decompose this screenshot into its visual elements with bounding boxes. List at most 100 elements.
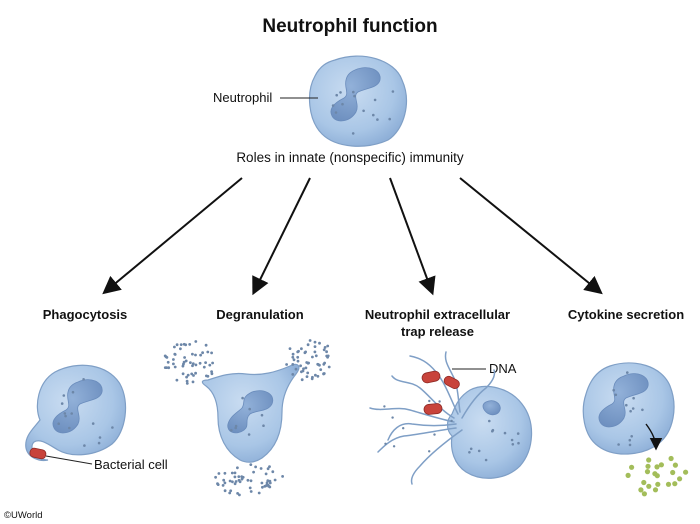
granule-dot (231, 480, 234, 484)
granule-dot (300, 378, 304, 382)
granule-dot (313, 350, 317, 354)
cytokine-dot (672, 462, 679, 468)
granule-dot (194, 340, 198, 343)
cytokine-dot (629, 464, 635, 470)
granule-dot (248, 486, 252, 490)
granule-dot (182, 362, 185, 366)
granule-dot (191, 362, 195, 365)
role-label-cytokine: Cytokine secretion (567, 307, 685, 322)
granule-dot (62, 394, 66, 397)
granule-dot (300, 347, 303, 351)
granule-dot (179, 343, 183, 346)
granule-dot (428, 399, 431, 403)
granule-dot (341, 102, 344, 106)
arrow-net (389, 177, 436, 296)
granule-dot (194, 353, 197, 357)
cytokine-dot (641, 479, 647, 486)
granule-dot (210, 372, 214, 376)
cytokine-dot (625, 472, 631, 478)
granule-dot (299, 364, 302, 368)
granule-dot (376, 118, 379, 121)
granule-dot (388, 117, 392, 121)
role-label-phagocytosis: Phagocytosis (42, 307, 128, 322)
granule-dot (191, 352, 194, 356)
granule-dot (192, 374, 195, 377)
granule-dot (641, 408, 644, 412)
cytokine-cell-granules (612, 371, 644, 447)
granule-dot (353, 94, 356, 98)
granule-dot (236, 492, 240, 495)
granule-dot (210, 370, 214, 373)
cytokine-dot (644, 469, 651, 475)
granule-dot (268, 465, 271, 468)
granule-dot (173, 365, 177, 369)
granule-dot (291, 355, 295, 359)
granule-dot (433, 433, 436, 436)
granule-dot (233, 471, 237, 475)
cytokine-illustration (582, 362, 689, 497)
granule-dot (265, 481, 269, 485)
degranulation-illustration (163, 339, 331, 497)
granule-dot (266, 467, 270, 471)
granule-dot (612, 388, 615, 392)
granule-dot (249, 490, 253, 493)
granule-dot (217, 472, 221, 475)
granule-dot (316, 362, 320, 366)
granule-dot (323, 361, 326, 365)
arrow-degranulation (252, 177, 311, 296)
granule-dot (450, 419, 453, 423)
granule-dot (199, 353, 203, 357)
granule-dot (228, 479, 232, 483)
net-cell-body (446, 385, 533, 479)
granule-dot (296, 359, 300, 363)
granule-dot (223, 489, 227, 493)
granule-dot (184, 343, 188, 347)
net-granules (383, 399, 520, 462)
granule-dot (237, 475, 241, 478)
granule-dot (194, 363, 198, 367)
cytokine-dot (638, 487, 644, 493)
granule-dot (268, 479, 272, 483)
granule-dot (183, 356, 187, 359)
granule-dot (301, 369, 305, 373)
granule-dot (163, 366, 167, 369)
dna-label: DNA (489, 361, 517, 376)
cytokine-dot (654, 464, 660, 470)
granule-dot (261, 485, 264, 489)
granule-dot (185, 379, 189, 383)
granule-dot (208, 363, 212, 367)
granule-dot (271, 470, 275, 474)
granule-dot (517, 441, 520, 445)
granule-dot (468, 451, 471, 454)
granule-dot (262, 424, 265, 428)
granule-dot (291, 352, 295, 356)
cytokine-dot (654, 473, 660, 479)
granule-dot (184, 359, 188, 363)
granule-dot (166, 360, 170, 364)
net-nucleus-remnant (482, 400, 501, 416)
granule-dot (175, 343, 179, 347)
granule-dot (71, 390, 75, 394)
granule-dot (247, 433, 251, 436)
granule-dot (362, 109, 365, 113)
granule-dot (172, 358, 175, 361)
diagram-subtitle: Roles in innate (nonspecific) immunity (236, 150, 464, 165)
granule-dot (391, 90, 395, 93)
granule-dot (314, 354, 318, 358)
granule-dot (97, 441, 101, 445)
granule-dot (259, 467, 263, 470)
granule-dot (173, 352, 177, 356)
granule-dot (83, 444, 86, 447)
granule-dot (246, 478, 250, 482)
cytokine-dot (670, 469, 676, 476)
granule-dot (264, 484, 268, 488)
granule-dot (511, 443, 515, 446)
arrow-cytokine (459, 177, 603, 295)
central-nucleus (330, 67, 381, 122)
cytokine-particles (625, 455, 689, 497)
granule-dot (57, 422, 60, 426)
granule-dot (331, 104, 335, 107)
arrows (102, 177, 603, 296)
cytokine-dot (668, 455, 674, 462)
role-label-degranulation: Degranulation (216, 307, 304, 322)
